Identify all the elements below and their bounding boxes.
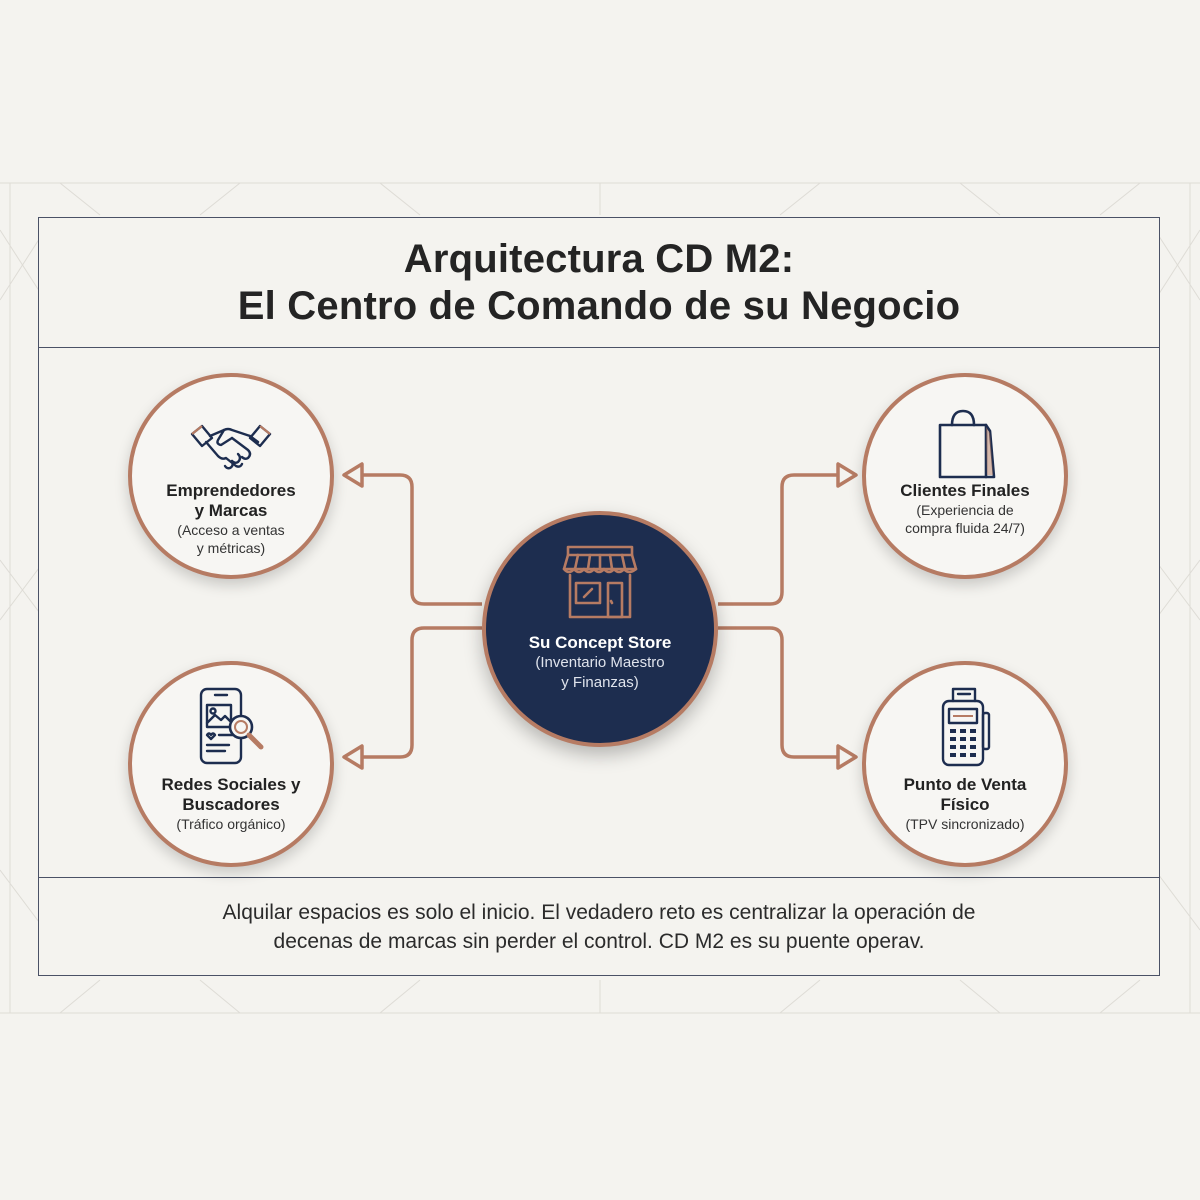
phone-search-icon (191, 687, 271, 767)
node-customers-sub1: (Experiencia de (916, 502, 1014, 518)
node-social: Redes Sociales y Buscadores (Tráfico org… (128, 661, 334, 867)
page-title-line2: El Centro de Comando de su Negocio (237, 283, 961, 328)
node-social-title2: Buscadores (182, 795, 280, 814)
node-pos: Punto de Venta Físico (TPV sincronizado) (862, 661, 1068, 867)
arrowhead-customers (836, 462, 858, 488)
title-band: Arquitectura CD M2: El Centro de Comando… (39, 218, 1159, 348)
connector-to-social (362, 626, 482, 759)
node-pos-title1: Punto de Venta (903, 775, 1027, 794)
pos-terminal-icon (935, 687, 995, 767)
footer-band: Alquilar espacios es solo el inicio. El … (39, 877, 1159, 975)
center-sub1: (Inventario Maestro (535, 654, 665, 671)
node-brands: Emprendedores y Marcas (Acceso a ventas … (128, 373, 334, 579)
footer-text-line2: decenas de marcas sin perder el control.… (273, 929, 925, 953)
node-brands-title1: Emprendedores (166, 481, 296, 500)
center-hub: Su Concept Store (Inventario Maestro y F… (482, 511, 718, 747)
node-social-title1: Redes Sociales y (161, 775, 301, 794)
node-brands-sub1: (Acceso a ventas (177, 522, 285, 538)
shopping-bag-icon (930, 405, 1000, 481)
node-customers-title1: Clientes Finales (900, 481, 1030, 500)
node-customers-sub2: compra fluida 24/7) (905, 520, 1025, 536)
node-pos-sub1: (TPV sincronizado) (905, 816, 1025, 832)
connector-to-brands (362, 473, 482, 606)
connector-to-customers (718, 473, 838, 606)
handshake-icon (188, 411, 274, 481)
node-brands-title2: y Marcas (194, 501, 268, 520)
storefront-icon (562, 545, 638, 624)
arrowhead-social (342, 744, 364, 770)
center-title: Su Concept Store (528, 633, 672, 652)
node-pos-title2: Físico (940, 795, 990, 814)
node-social-sub1: (Tráfico orgánico) (176, 816, 286, 832)
arrowhead-pos (836, 744, 858, 770)
node-brands-sub2: y métricas) (196, 540, 266, 556)
connector-to-pos (718, 626, 838, 759)
footer-text-line1: Alquilar espacios es solo el inicio. El … (222, 900, 976, 924)
page-title-line1: Arquitectura CD M2: (403, 236, 795, 281)
node-customers: Clientes Finales (Experiencia de compra … (862, 373, 1068, 579)
center-sub2: y Finanzas) (561, 674, 639, 691)
arrowhead-brands (342, 462, 364, 488)
